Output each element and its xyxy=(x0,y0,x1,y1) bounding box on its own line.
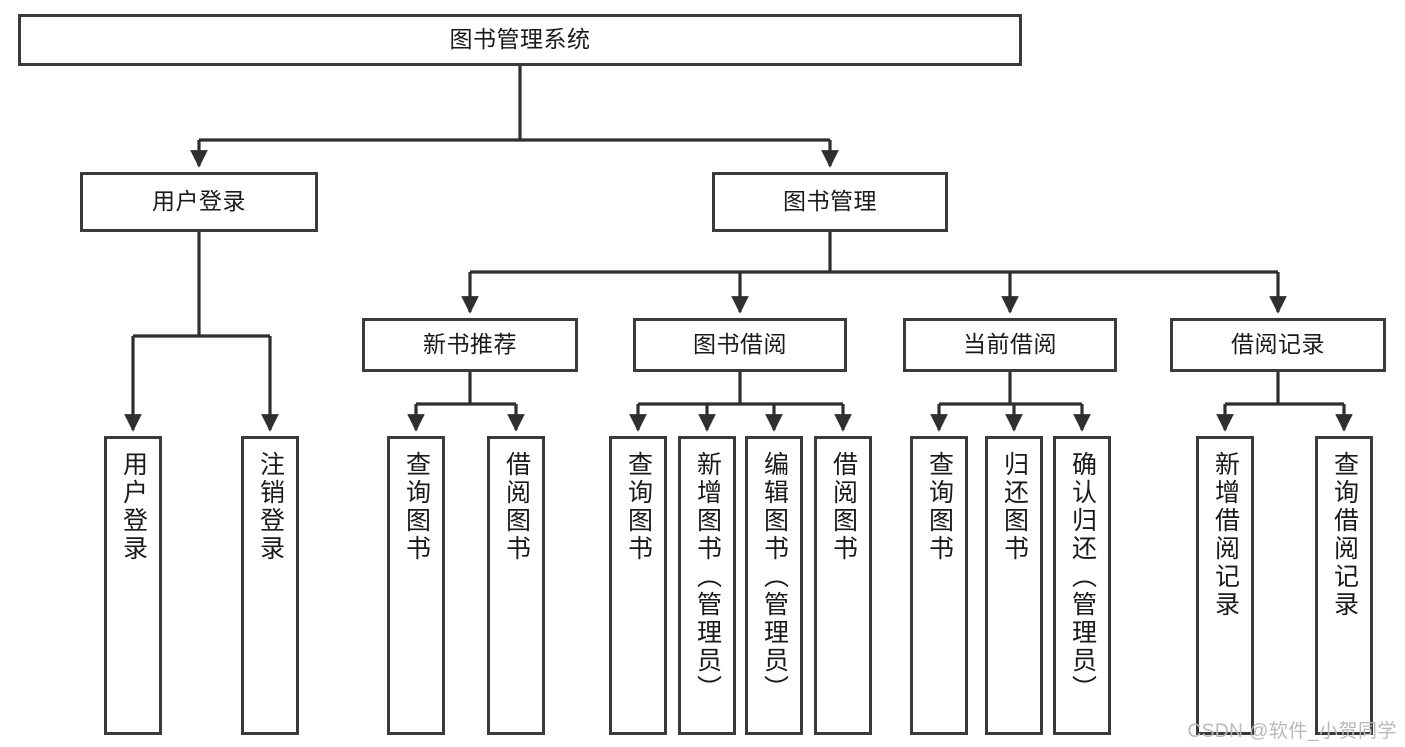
node-leaf-borrow-book-2[interactable]: 借阅图书 xyxy=(814,436,872,735)
node-root[interactable]: 图书管理系统 xyxy=(18,14,1022,66)
node-leaf-edit-book[interactable]: 编辑图书（管理员） xyxy=(745,436,803,735)
node-borrow-record[interactable]: 借阅记录 xyxy=(1170,318,1386,372)
node-leaf-user-login-label: 用户登录 xyxy=(119,451,148,563)
node-book-borrow-label: 图书借阅 xyxy=(693,331,787,358)
node-leaf-query-book-2-label: 查询图书 xyxy=(624,451,653,563)
node-leaf-borrow-book-1-label: 借阅图书 xyxy=(502,451,531,563)
node-book-manage-label: 图书管理 xyxy=(783,188,877,215)
node-leaf-query-book-3-label: 查询图书 xyxy=(925,451,954,563)
node-leaf-query-book-1[interactable]: 查询图书 xyxy=(387,436,445,735)
node-leaf-user-logout-label: 注销登录 xyxy=(256,451,285,563)
watermark: CSDN @软件_小贺同学 xyxy=(1187,721,1397,742)
node-leaf-add-book-label: 新增图书（管理员） xyxy=(693,451,722,703)
node-book-borrow[interactable]: 图书借阅 xyxy=(633,318,847,372)
node-leaf-return-book-label: 归还图书 xyxy=(1000,451,1029,563)
node-leaf-add-record[interactable]: 新增借阅记录 xyxy=(1196,436,1254,735)
node-user-login-label: 用户登录 xyxy=(152,188,246,215)
node-leaf-borrow-book-1[interactable]: 借阅图书 xyxy=(487,436,545,735)
node-leaf-query-book-3[interactable]: 查询图书 xyxy=(910,436,968,735)
node-root-label: 图书管理系统 xyxy=(449,26,591,53)
node-new-book-recommend-label: 新书推荐 xyxy=(423,331,517,358)
node-leaf-borrow-book-2-label: 借阅图书 xyxy=(829,451,858,563)
node-leaf-user-logout[interactable]: 注销登录 xyxy=(241,436,299,735)
node-leaf-confirm-return[interactable]: 确认归还（管理员） xyxy=(1053,436,1111,735)
node-borrow-record-label: 借阅记录 xyxy=(1231,331,1325,358)
node-leaf-add-record-label: 新增借阅记录 xyxy=(1211,451,1240,619)
node-leaf-user-login[interactable]: 用户登录 xyxy=(104,436,162,735)
node-leaf-query-book-2[interactable]: 查询图书 xyxy=(609,436,667,735)
node-current-borrow[interactable]: 当前借阅 xyxy=(903,318,1117,372)
node-leaf-confirm-return-label: 确认归还（管理员） xyxy=(1068,451,1097,703)
node-leaf-query-record[interactable]: 查询借阅记录 xyxy=(1315,436,1373,735)
node-leaf-add-book[interactable]: 新增图书（管理员） xyxy=(678,436,736,735)
node-current-borrow-label: 当前借阅 xyxy=(963,331,1057,358)
node-user-login[interactable]: 用户登录 xyxy=(80,172,318,232)
node-leaf-query-book-1-label: 查询图书 xyxy=(402,451,431,563)
node-book-manage[interactable]: 图书管理 xyxy=(712,172,948,232)
node-new-book-recommend[interactable]: 新书推荐 xyxy=(362,318,578,372)
node-leaf-edit-book-label: 编辑图书（管理员） xyxy=(760,451,789,703)
node-leaf-query-record-label: 查询借阅记录 xyxy=(1330,451,1359,619)
node-leaf-return-book[interactable]: 归还图书 xyxy=(985,436,1043,735)
